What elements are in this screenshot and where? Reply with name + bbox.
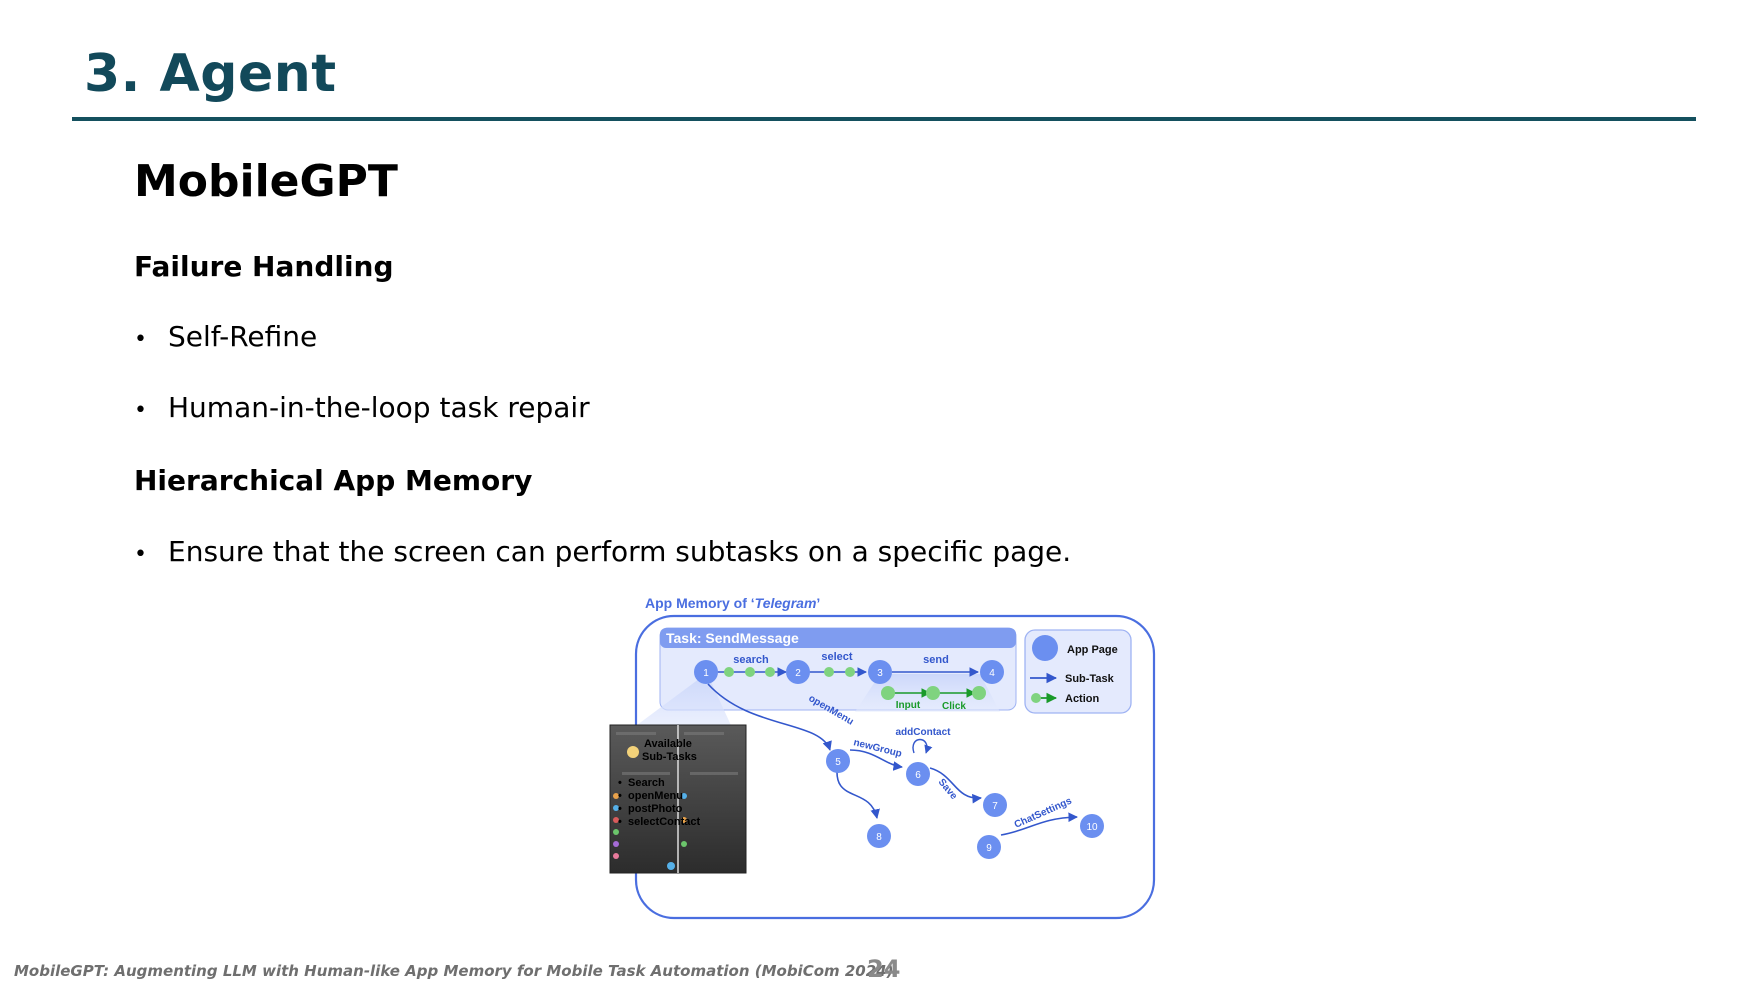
popup-item-postphoto: postPhoto (628, 803, 683, 815)
node-6: 6 (906, 762, 930, 786)
legend-action-dot-icon (1031, 693, 1041, 703)
popup-title-line2: Sub-Tasks (642, 751, 697, 763)
heading-hierarchical-app-memory: Hierarchical App Memory (134, 464, 533, 497)
svg-text:2: 2 (795, 668, 801, 679)
chick-icon (627, 746, 639, 758)
bullet-text: Human-in-the-loop task repair (168, 391, 590, 424)
bullet-ensure-screen: • Ensure that the screen can perform sub… (134, 535, 1071, 568)
node-7: 7 (983, 793, 1007, 817)
action-dot (972, 686, 986, 700)
popup-title-line1: Available (644, 738, 692, 750)
edge-to-8 (836, 761, 880, 819)
popup-item-selectcontact: selectContact (628, 816, 700, 828)
node-9: 9 (977, 835, 1001, 859)
label-search: search (733, 654, 769, 666)
popup-item-search: Search (628, 777, 665, 789)
legend-app-page: App Page (1067, 644, 1118, 656)
legend-sub-task: Sub-Task (1065, 673, 1115, 685)
search-action-dots (724, 667, 775, 677)
task-label: Task: SendMessage (666, 630, 799, 646)
available-subtasks-popup: Available Sub-Tasks • Search • openMenu … (609, 724, 747, 874)
svg-text:9: 9 (986, 843, 992, 854)
heading-failure-handling: Failure Handling (134, 250, 394, 283)
label-input: Input (896, 700, 921, 711)
popup-bullet: • (618, 816, 622, 828)
node-10: 10 (1080, 814, 1104, 838)
bullet-dot: • (134, 327, 147, 352)
legend-action: Action (1065, 693, 1100, 705)
popup-item-openmenu: openMenu (628, 790, 683, 802)
label-send: send (923, 654, 949, 666)
edge-chatsettings (1000, 812, 1078, 836)
action-dot (926, 686, 940, 700)
label-click: Click (942, 701, 966, 712)
edge-newgroup (849, 749, 903, 771)
legend-app-page-icon (1032, 635, 1058, 661)
contact-avatar-dots (613, 793, 687, 859)
compose-fab-icon (667, 862, 675, 870)
svg-text:1: 1 (703, 668, 709, 679)
svg-text:4: 4 (989, 668, 995, 679)
popup-bullet: • (618, 803, 622, 815)
label-select: select (821, 651, 853, 663)
bullet-dot: • (134, 398, 147, 423)
popup-bullet: • (618, 790, 622, 802)
select-action-dots (824, 667, 855, 677)
label-addcontact: addContact (896, 727, 952, 738)
node-8: 8 (867, 824, 891, 848)
edge-openmenu (707, 683, 832, 751)
bullet-human-in-the-loop: • Human-in-the-loop task repair (134, 391, 590, 424)
node-2: 2 (786, 660, 810, 684)
bullet-text: Self-Refine (168, 320, 318, 353)
label-chatsettings: ChatSettings (1013, 795, 1074, 830)
app-memory-figure: App Memory of ‘Telegram’ Task: SendMessa… (609, 595, 1156, 920)
svg-text:10: 10 (1086, 822, 1098, 833)
node-1: 1 (694, 660, 718, 684)
node-5: 5 (826, 749, 850, 773)
svg-text:7: 7 (992, 801, 998, 812)
svg-text:3: 3 (877, 668, 883, 679)
node-3: 3 (868, 660, 892, 684)
label-save: Save (936, 777, 960, 802)
edge-addcontact (912, 738, 933, 754)
bullet-text: Ensure that the screen can perform subta… (168, 535, 1072, 568)
task-header (660, 628, 1016, 648)
footer-citation: MobileGPT: Augmenting LLM with Human-lik… (14, 962, 894, 980)
page-number: 24 (867, 955, 901, 983)
svg-text:8: 8 (876, 832, 882, 843)
svg-text:6: 6 (915, 770, 921, 781)
bullet-self-refine: • Self-Refine (134, 320, 317, 353)
section-title: MobileGPT (134, 156, 398, 207)
edge-save (929, 767, 982, 804)
bullet-dot: • (134, 542, 147, 567)
svg-text:5: 5 (835, 757, 841, 768)
popup-bullet: • (618, 777, 622, 789)
slide-title: 3. Agent (84, 44, 337, 104)
node-4: 4 (980, 660, 1004, 684)
action-dot (881, 686, 895, 700)
figure-title: App Memory of ‘Telegram’ (645, 595, 820, 611)
title-divider (72, 117, 1696, 121)
